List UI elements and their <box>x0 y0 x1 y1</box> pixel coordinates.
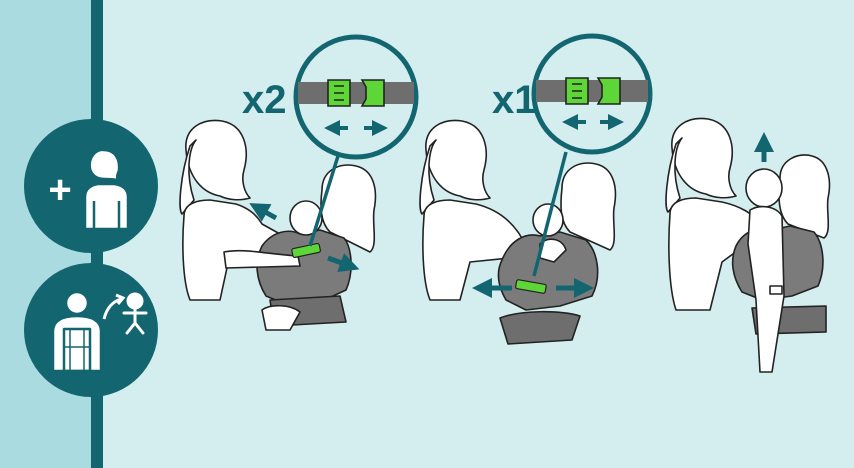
step-2-count-label: x1 <box>492 80 537 120</box>
step-1-count-label: x2 <box>242 80 287 120</box>
step-3-illustration <box>666 118 829 372</box>
buckle-callout-2 <box>534 36 650 152</box>
pull-left-arrow <box>258 208 276 218</box>
buckle-callout-1 <box>296 37 416 157</box>
